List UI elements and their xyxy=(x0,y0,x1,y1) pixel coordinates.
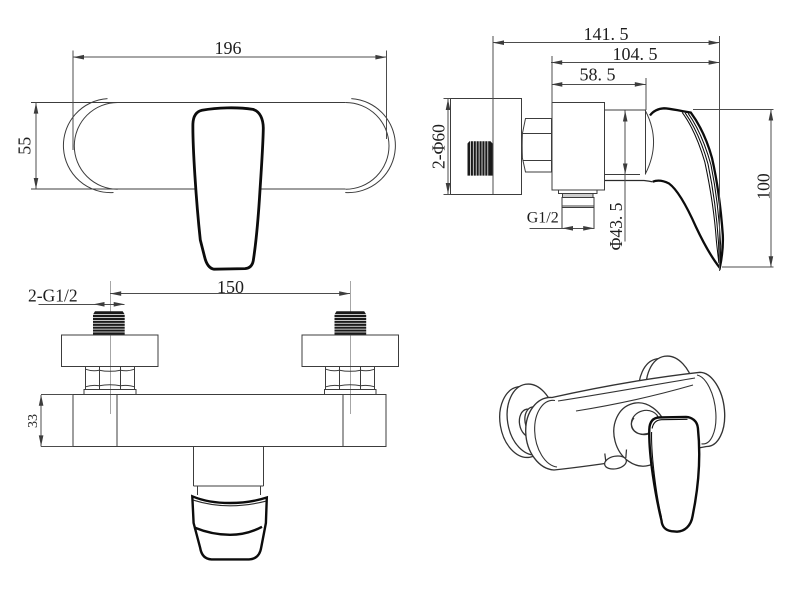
svg-text:2-Φ60: 2-Φ60 xyxy=(429,124,449,169)
svg-text:58. 5: 58. 5 xyxy=(580,64,616,84)
svg-text:104. 5: 104. 5 xyxy=(613,44,658,64)
svg-text:G1/2: G1/2 xyxy=(527,210,559,227)
svg-text:196: 196 xyxy=(215,38,242,58)
svg-text:150: 150 xyxy=(217,277,244,297)
svg-text:100: 100 xyxy=(754,173,774,200)
svg-text:141. 5: 141. 5 xyxy=(584,24,629,44)
svg-text:2-G1/2: 2-G1/2 xyxy=(28,285,78,305)
svg-text:33: 33 xyxy=(26,414,41,428)
svg-text:55: 55 xyxy=(15,137,35,155)
svg-text:Φ43. 5: Φ43. 5 xyxy=(606,202,626,250)
